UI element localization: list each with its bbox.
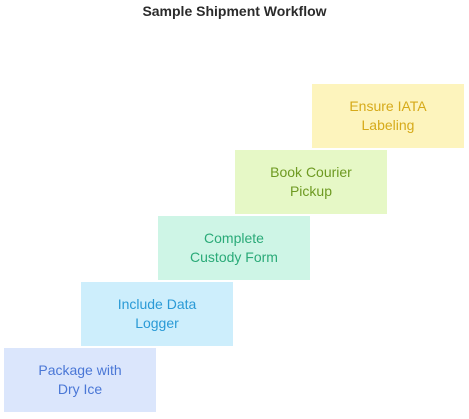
step-label: Complete Custody Form (190, 229, 278, 267)
step-label-line2: Logger (135, 315, 179, 331)
step-label: Package with Dry Ice (38, 361, 121, 399)
step-label-line2: Custody Form (190, 249, 278, 265)
step-label: Include Data Logger (118, 295, 197, 333)
step-complete-custody-form: Complete Custody Form (158, 216, 310, 280)
step-label-line1: Ensure IATA (349, 98, 427, 114)
step-label-line1: Package with (38, 362, 122, 378)
step-label: Ensure IATA Labeling (349, 97, 426, 135)
step-include-data-logger: Include Data Logger (81, 282, 233, 346)
step-book-courier-pickup: Book Courier Pickup (235, 150, 387, 214)
step-label-line2: Pickup (289, 183, 332, 199)
step-ensure-iata-labeling: Ensure IATA Labeling (312, 84, 464, 148)
step-label: Book Courier Pickup (270, 163, 352, 201)
step-package-with-dry-ice: Package with Dry Ice (4, 348, 156, 412)
step-label-line1: Complete (204, 230, 264, 246)
diagram-title: Sample Shipment Workflow (142, 3, 327, 19)
step-label-line2: Labeling (361, 117, 415, 133)
step-label-line1: Book Courier (270, 164, 352, 180)
step-label-line1: Include Data (117, 296, 197, 312)
step-label-line2: Dry Ice (57, 381, 103, 397)
